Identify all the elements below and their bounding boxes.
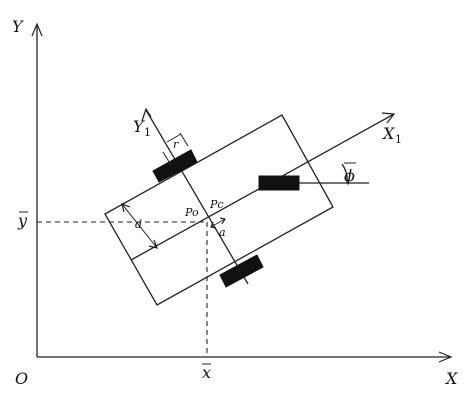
robot-body bbox=[104, 114, 334, 306]
body-y1-axis bbox=[145, 109, 249, 285]
y-bar-label: y bbox=[17, 211, 28, 230]
wheel-width-dimension bbox=[162, 132, 189, 166]
x-bar-label: x bbox=[202, 363, 211, 382]
heading-angle-arc bbox=[341, 163, 348, 184]
x-axis-arrowhead bbox=[438, 351, 453, 363]
body-x1-label: X bbox=[381, 124, 395, 143]
x-axis-label: X bbox=[444, 369, 458, 388]
left-wheel bbox=[152, 149, 198, 183]
body-x1-arrowhead bbox=[381, 112, 396, 124]
offset-label: a bbox=[219, 226, 226, 239]
body-y1-label: Y bbox=[133, 117, 145, 136]
po-point-label: Po bbox=[184, 206, 199, 219]
offset-dimension bbox=[210, 217, 226, 229]
half-width-label: d bbox=[135, 218, 142, 231]
y-axis-arrowhead bbox=[31, 22, 43, 37]
origin-label: O bbox=[15, 369, 28, 388]
caster-wheel bbox=[258, 175, 300, 191]
half-width-dimension bbox=[121, 203, 158, 249]
world-axes bbox=[31, 22, 453, 363]
wheel-width-label: r bbox=[173, 138, 179, 151]
pc-point-label: Pc bbox=[209, 198, 224, 211]
y-axis-label: Y bbox=[12, 17, 24, 36]
body-x1-subscript: 1 bbox=[395, 133, 402, 146]
body-y1-subscript: 1 bbox=[144, 126, 151, 139]
heading-angle-label: ϕ bbox=[344, 166, 355, 185]
right-wheel bbox=[219, 254, 264, 288]
body-y1-arrowhead bbox=[141, 107, 152, 122]
